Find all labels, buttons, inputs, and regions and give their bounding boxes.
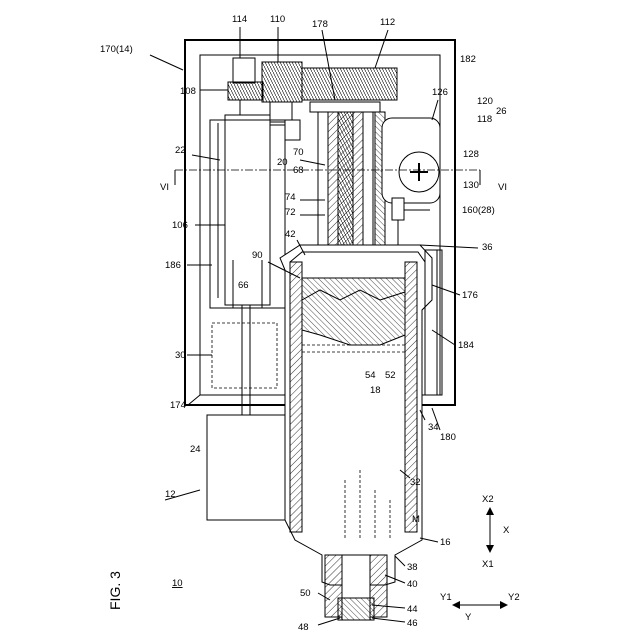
label-74: 74	[285, 192, 296, 203]
label-174: 174	[170, 400, 186, 411]
axis-label-x: X	[503, 525, 510, 536]
label-16: 16	[440, 537, 451, 548]
motor-106	[225, 115, 270, 305]
label-34: 34	[428, 422, 439, 433]
label-186: 186	[165, 260, 181, 271]
label-114: 114	[232, 14, 247, 25]
label-176: 176	[462, 290, 478, 301]
axis-label-y1: Y1	[440, 592, 452, 603]
label-170: 170(14)	[100, 44, 133, 55]
label-160: 160(28)	[462, 205, 495, 216]
label-32: 32	[410, 477, 421, 488]
label-48: 48	[298, 622, 309, 633]
label-182: 182	[460, 54, 476, 65]
label-38: 38	[407, 562, 418, 573]
label-VI-left: VI	[160, 182, 169, 193]
label-118: 118	[477, 114, 492, 125]
label-106: 106	[172, 220, 188, 231]
label-54: 54	[365, 370, 376, 381]
axis-label-y2: Y2	[508, 592, 520, 603]
label-22: 22	[175, 145, 186, 156]
nozzle-tip-44	[338, 598, 374, 620]
gear-114	[233, 58, 255, 83]
label-VI-right: VI	[498, 182, 507, 193]
axis-label-y: Y	[465, 612, 472, 623]
gear-112	[302, 68, 397, 100]
figure-title: FIG. 3	[107, 571, 123, 610]
gear-110	[262, 62, 302, 102]
label-44: 44	[407, 604, 418, 615]
label-M: M	[412, 514, 420, 525]
label-112: 112	[380, 17, 395, 28]
label-120: 120	[477, 96, 493, 107]
label-108: 108	[180, 86, 196, 97]
sensor-160	[392, 198, 404, 220]
label-42: 42	[285, 229, 296, 240]
axis-y	[452, 601, 508, 609]
figure-number: 10	[172, 578, 183, 589]
gear-108	[228, 82, 263, 100]
axis-x	[486, 507, 494, 553]
label-46: 46	[407, 618, 418, 629]
label-68: 68	[293, 165, 304, 176]
label-52: 52	[385, 370, 396, 381]
screw-cap	[310, 102, 380, 112]
component-30	[212, 323, 277, 388]
label-184: 184	[458, 340, 474, 351]
label-126: 126	[432, 87, 448, 98]
label-180: 180	[440, 432, 456, 443]
label-110: 110	[270, 14, 285, 25]
label-130: 130	[463, 180, 479, 191]
axis-label-x2: X2	[482, 494, 494, 505]
label-90: 90	[252, 250, 263, 261]
label-26: 26	[496, 106, 507, 117]
axis-label-x1: X1	[482, 559, 494, 570]
label-30: 30	[175, 350, 186, 361]
label-50: 50	[300, 588, 311, 599]
label-178: 178	[312, 19, 328, 30]
label-128: 128	[463, 149, 479, 160]
label-18: 18	[370, 385, 381, 396]
label-70: 70	[293, 147, 304, 158]
gear-110-shaft	[270, 102, 292, 122]
battery-24	[207, 415, 287, 520]
label-24: 24	[190, 444, 201, 455]
label-36: 36	[482, 242, 493, 253]
label-12: 12	[165, 489, 176, 500]
label-66: 66	[238, 280, 249, 291]
label-20: 20	[277, 157, 288, 168]
label-72: 72	[285, 207, 296, 218]
label-40: 40	[407, 579, 418, 590]
